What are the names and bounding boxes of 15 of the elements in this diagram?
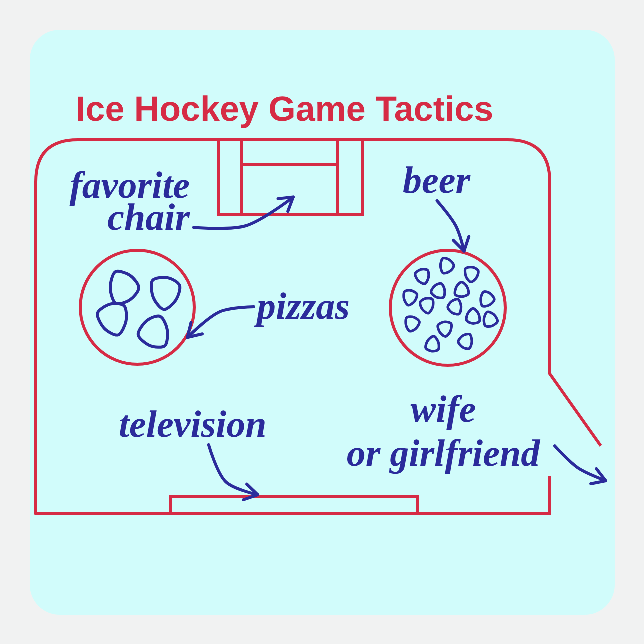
arrow (192, 196, 295, 230)
players-bench (169, 495, 419, 515)
handwritten-label: pizzas (254, 287, 354, 327)
goal-area (217, 138, 364, 216)
arrow (554, 444, 608, 486)
handwritten-label: wife or girlfriend (333, 388, 555, 476)
diagram-title: Ice Hockey Game Tactics (76, 92, 494, 128)
faceoff-circle (79, 249, 196, 366)
faceoff-circle (389, 249, 507, 367)
handwritten-label: television (116, 405, 271, 445)
handwritten-label: favorite chair (46, 170, 194, 234)
handwritten-label: beer (400, 161, 475, 201)
arrow (207, 444, 260, 502)
arrow (436, 200, 470, 253)
arrow (186, 306, 256, 340)
